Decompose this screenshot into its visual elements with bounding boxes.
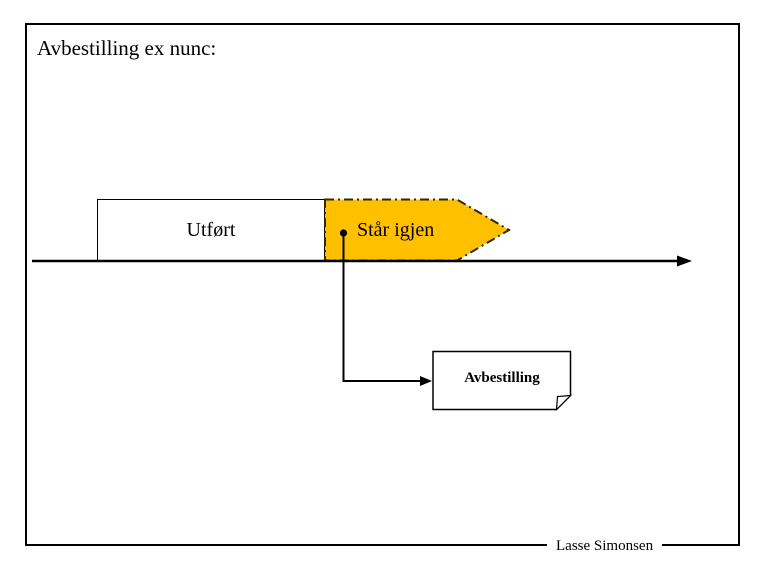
page-title: Avbestilling ex nunc:: [37, 36, 217, 60]
slide-frame: [25, 23, 740, 546]
cancellation-note-label: Avbestilling: [464, 369, 540, 386]
done-box: Utført: [97, 199, 325, 261]
footer-author: Lasse Simonsen: [547, 538, 663, 555]
done-box-label: Utført: [186, 218, 236, 241]
remaining-arrow-label: Står igjen: [357, 219, 435, 241]
